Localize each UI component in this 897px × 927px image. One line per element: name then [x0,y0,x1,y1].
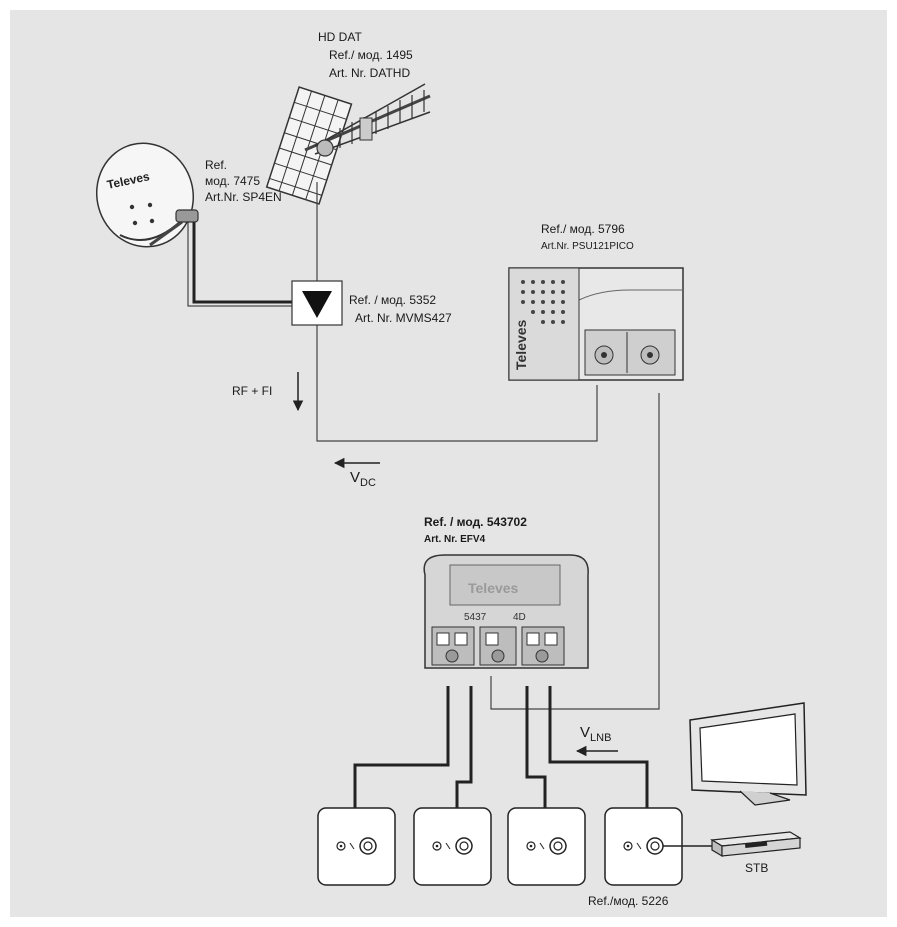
satellite-dish: Televes [95,142,199,248]
dish-mod: мод. 7475 [205,174,261,188]
dish-art: Art.Nr. SP4EN [205,190,282,204]
psu-art: Art.Nr. PSU121PICO [541,241,634,252]
antenna-art: Art. Nr. DATHD [329,66,411,80]
antenna-ref: Ref./ мод. 1495 [329,48,413,62]
vlnb-label: VLNB [580,725,611,746]
main-trunk-cable [316,325,598,442]
outlet-2 [413,807,492,886]
vdc-label: VDC [350,470,376,491]
hd-dat-antenna [265,83,431,205]
splitter-unit: Televes 5437 4D [423,554,589,669]
splitter-art: Art. Nr. EFV4 [424,534,486,545]
outlet-4 [604,807,683,886]
psu-unit: Televes [508,267,684,381]
splitter-ref: Ref. / мод. 543702 [424,515,527,529]
vlnb-sub: LNB [590,732,612,744]
psu-brand-print: Televes [513,319,529,370]
psu-ref: Ref./ мод. 5796 [541,222,625,236]
multiswitch-box [291,280,343,326]
multiswitch-art: Art. Nr. MVMS427 [355,311,452,325]
dish-ref: Ref. [205,158,228,172]
stb-icon [710,831,802,858]
outlet-3 [507,807,586,886]
rf-label: RF + FI [232,384,273,398]
outlet-ref: Ref./мод. 5226 [588,894,669,908]
outlet-cables [353,686,649,808]
stb-label: STB [745,861,769,875]
vdc-sub: DC [360,477,376,489]
outlet-1 [317,807,396,886]
lnb-arm [149,220,183,247]
dish-reflector [95,142,195,248]
multiswitch-ref: Ref. / мод. 5352 [349,293,437,307]
splitter-model-print: 5437 [464,612,487,623]
vlnb-main: V [580,724,591,741]
antenna-name: HD DAT [318,30,362,44]
splitter-brand-print: Televes [468,580,519,596]
vdc-main: V [350,469,361,486]
lnb [175,209,199,223]
splitter-ports-print: 4D [513,612,526,623]
dish-cable [192,222,292,304]
tv-icon [689,702,807,806]
psu-to-splitter-cable [490,393,660,710]
